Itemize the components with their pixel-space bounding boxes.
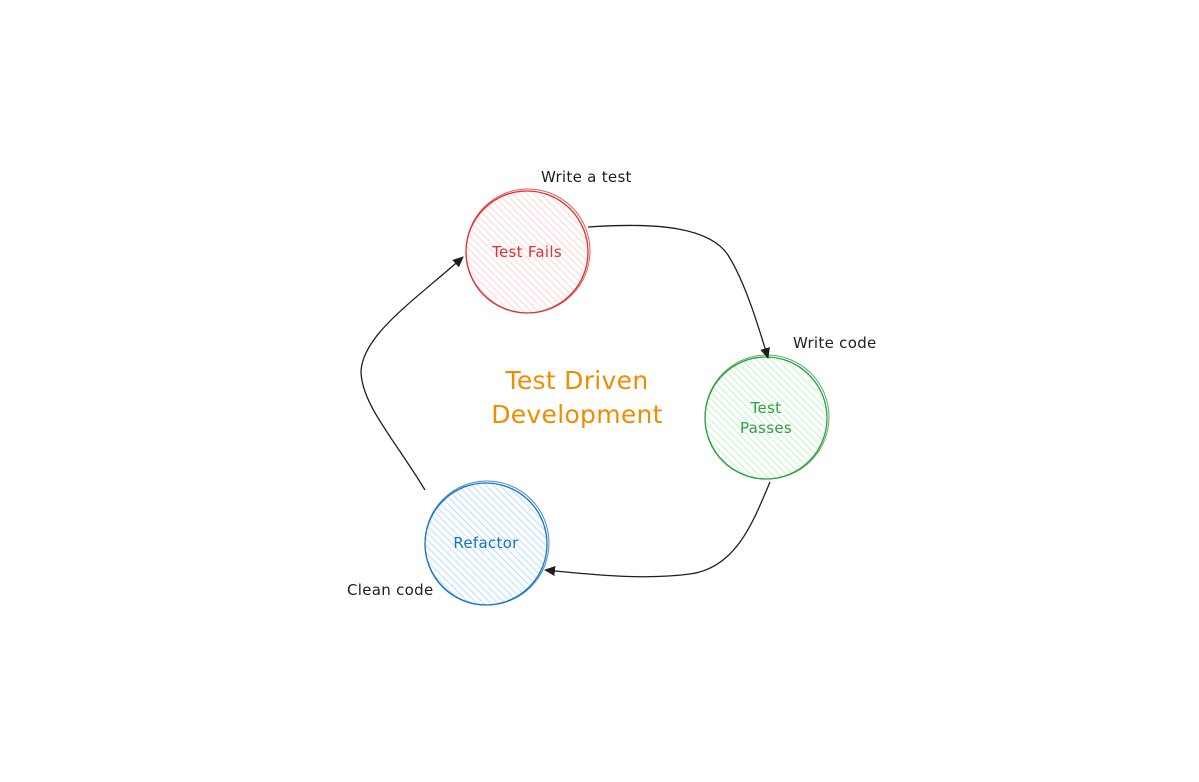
clean-code-annotation: Clean code	[347, 581, 434, 599]
test-passes-label: Test Passes	[706, 398, 826, 438]
diagram-title-line1: Test Driven	[505, 366, 649, 395]
test-passes-label-line2: Passes	[739, 419, 793, 437]
diagram-title: Test Driven Development	[477, 364, 677, 432]
write-test-annotation: Write a test	[541, 168, 632, 186]
test-fails-node[interactable]	[465, 188, 591, 314]
test-passes-label-line1: Test	[750, 399, 782, 417]
arrow-fails-to-passes[interactable]	[587, 224, 770, 359]
write-code-annotation: Write code	[793, 334, 877, 352]
refactor-node[interactable]	[424, 480, 550, 606]
arrow-passes-to-refactor[interactable]	[544, 481, 771, 578]
arrow-refactor-to-fails[interactable]	[360, 256, 464, 491]
test-passes-node[interactable]	[704, 354, 830, 480]
refactor-label: Refactor	[453, 534, 519, 552]
test-fails-label: Test Fails	[492, 243, 562, 261]
diagram-title-line2: Development	[491, 400, 663, 429]
